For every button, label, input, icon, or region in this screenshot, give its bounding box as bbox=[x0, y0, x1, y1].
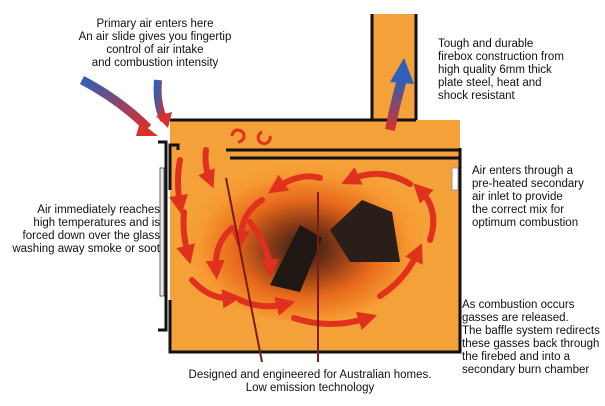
door-frame bbox=[158, 140, 168, 332]
text-line: forced down over the glass bbox=[22, 230, 160, 242]
text-line: secondary burn chamber bbox=[462, 364, 590, 376]
swirl-icon bbox=[256, 130, 272, 146]
text-line: plate steel, heat and bbox=[438, 77, 542, 89]
text-line: shock resistant bbox=[438, 90, 515, 102]
text-line: high quality 6mm thick bbox=[438, 64, 552, 76]
glass-wash-note: Air immediately reaches high temperature… bbox=[0, 204, 160, 256]
text-line: control of air intake bbox=[106, 44, 204, 56]
text-line: and combustion intensity bbox=[91, 57, 219, 69]
text-line: gasses are released. bbox=[462, 312, 569, 324]
airflow-arrow bbox=[377, 243, 423, 299]
firebox bbox=[158, 118, 462, 354]
text-line: Air enters through a bbox=[472, 165, 574, 177]
primary-air-note: Primary air enters here An air slide giv… bbox=[60, 18, 250, 70]
air-circulation-arrows bbox=[169, 147, 437, 331]
airflow-arrow bbox=[237, 297, 296, 316]
text-line: the firebed and into a bbox=[462, 351, 571, 363]
exhaust-arrow bbox=[385, 58, 414, 131]
airflow-arrow bbox=[189, 277, 242, 309]
swirl-icon bbox=[230, 128, 246, 144]
bottom-caption: Designed and engineered for Australian h… bbox=[170, 369, 450, 395]
text-line: Air immediately reaches bbox=[37, 204, 160, 216]
text-line: firebox construction from bbox=[438, 51, 564, 63]
text-line: Designed and engineered for Australian h… bbox=[188, 369, 432, 381]
text-line: Low emission technology bbox=[245, 382, 375, 394]
airflow-arrow bbox=[413, 183, 437, 243]
text-line: As combustion occurs bbox=[462, 299, 575, 311]
secondary-air-note: Air enters through a pre-heated secondar… bbox=[472, 165, 604, 230]
door-glass bbox=[159, 167, 165, 297]
text-line: An air slide gives you fingertip bbox=[78, 31, 232, 43]
airflow-arrow bbox=[231, 197, 265, 250]
text-line: high temperatures and is bbox=[33, 217, 160, 229]
primary-air-arrow bbox=[79, 76, 152, 132]
log bbox=[270, 225, 322, 292]
text-line: The baffle system redirects bbox=[462, 325, 600, 337]
text-line: pre-heated secondary bbox=[472, 178, 584, 190]
primary-air-arrows bbox=[79, 76, 172, 136]
text-line: these gasses back through bbox=[462, 338, 600, 350]
airflow-arrow bbox=[247, 219, 279, 277]
text-line: Primary air enters here bbox=[96, 18, 214, 30]
airflow-arrow bbox=[169, 157, 188, 215]
log bbox=[330, 200, 400, 262]
baffle-system-note: As combustion occurs gasses are released… bbox=[462, 299, 604, 377]
airflow-arrow bbox=[341, 167, 413, 187]
baffle-plate bbox=[226, 148, 462, 160]
text-line: Tough and durable bbox=[438, 38, 534, 50]
primary-air-arrow bbox=[153, 79, 168, 122]
airflow-arrow bbox=[291, 311, 378, 331]
text-line: washing away smoke or soot bbox=[12, 243, 160, 255]
secondary-air-inlet bbox=[451, 167, 459, 191]
airflow-arrow bbox=[198, 147, 215, 189]
text-line: the correct mix for bbox=[472, 204, 565, 216]
swirl-icons bbox=[230, 128, 272, 146]
airflow-arrow bbox=[176, 209, 195, 265]
text-line: optimum combustion bbox=[472, 217, 579, 229]
text-line: air inlet to provide bbox=[472, 191, 563, 203]
firebox-construction-note: Tough and durable firebox construction f… bbox=[438, 38, 603, 103]
caption-pointers bbox=[225, 177, 319, 363]
airflow-arrow bbox=[205, 225, 235, 280]
airflow-arrow bbox=[268, 173, 323, 194]
